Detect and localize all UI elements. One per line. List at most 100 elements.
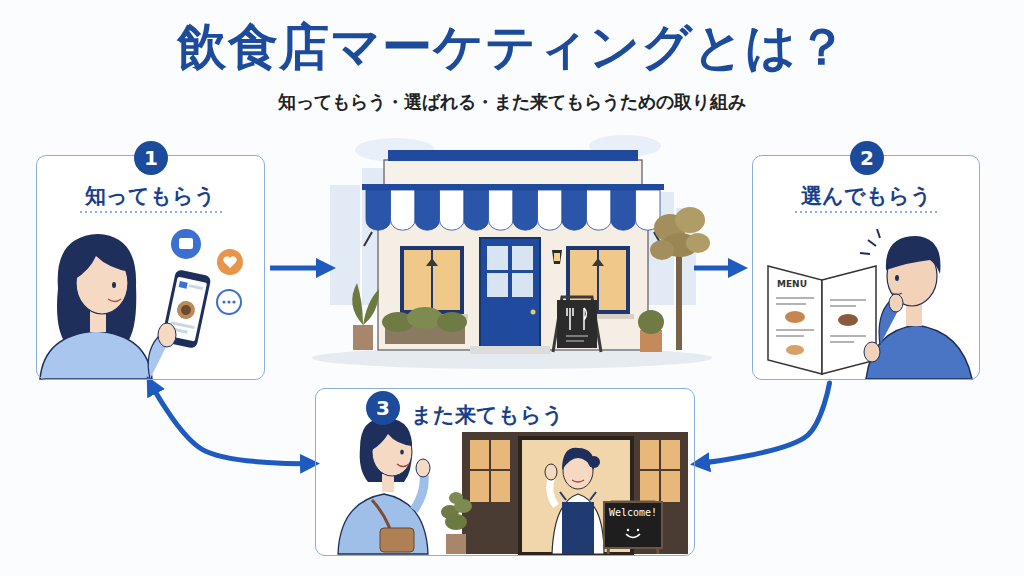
menu-label: MENU	[777, 279, 817, 289]
waitress	[545, 448, 604, 554]
store-awning	[489, 190, 514, 230]
man-with-menu	[889, 294, 903, 312]
flow-arrow	[270, 266, 740, 271]
store-awning	[391, 190, 416, 230]
store-awning	[366, 190, 391, 230]
welcome-board	[627, 529, 629, 531]
waving-woman	[372, 424, 412, 450]
store-tree	[686, 233, 710, 253]
man-with-menu	[838, 314, 858, 326]
store-awning	[362, 184, 664, 190]
store-awning	[464, 190, 489, 230]
panel-ground	[315, 388, 695, 556]
store-awning	[362, 184, 664, 246]
waving-woman	[416, 459, 430, 477]
woman-with-phone	[179, 281, 188, 289]
waving-woman	[360, 418, 412, 482]
restaurant-entrance	[462, 432, 688, 554]
flow-arrow	[694, 266, 740, 271]
man-with-menu	[895, 275, 899, 281]
panel-ground	[36, 155, 980, 556]
store-building	[404, 250, 431, 310]
step-panel: 選んでもらう2	[752, 155, 980, 380]
welcome-board	[626, 534, 640, 538]
store-sign-board	[567, 308, 587, 330]
step-number: 2	[850, 141, 884, 175]
store-tree	[650, 207, 710, 350]
step-number: 3	[366, 391, 400, 425]
waving-woman	[397, 464, 409, 467]
store-plants	[352, 283, 664, 352]
label-anchor: MENU	[777, 279, 817, 289]
store-building	[400, 246, 464, 314]
woman-with-phone	[232, 300, 235, 303]
man-with-menu	[886, 236, 941, 274]
woman-with-phone	[112, 282, 116, 288]
store-building	[470, 346, 550, 354]
store-awning	[415, 190, 440, 230]
potted-plant	[441, 492, 472, 554]
store-awning	[538, 190, 563, 230]
store-plants	[638, 310, 664, 334]
man-with-menu	[860, 229, 880, 254]
waitress	[562, 502, 594, 554]
man-with-menu	[768, 229, 972, 379]
woman-with-phone	[222, 300, 225, 303]
store-building	[480, 238, 540, 348]
woman-with-phone	[180, 304, 192, 316]
store-awning	[364, 232, 662, 246]
waving-woman	[400, 449, 404, 454]
store-sign-board	[557, 300, 597, 348]
store-building	[599, 250, 626, 310]
store-awning	[587, 190, 612, 230]
waitress	[545, 464, 557, 480]
woman-with-phone	[108, 299, 121, 302]
store-tree	[650, 240, 674, 260]
step-number: 1	[134, 141, 168, 175]
step-number-text: 1	[144, 148, 158, 168]
store-plants	[437, 312, 467, 332]
waving-woman	[382, 474, 394, 492]
step-panel: 知ってもらう1	[36, 155, 265, 380]
waitress	[550, 476, 556, 506]
sign-text: Welcome!	[604, 507, 662, 518]
store-building	[554, 253, 560, 261]
store-sign-board	[566, 336, 588, 341]
store-awning	[562, 190, 587, 230]
step-number-text: 3	[376, 398, 390, 418]
diagram-title: 飲食店マーケティングとは？	[177, 14, 848, 81]
potted-plant	[445, 514, 467, 530]
store-awning	[611, 190, 636, 230]
step-heading: また来てもらう	[411, 401, 564, 429]
man-with-menu	[785, 311, 805, 323]
store-building	[487, 273, 508, 297]
waitress	[572, 480, 584, 482]
man-with-menu	[864, 342, 880, 362]
label-anchor: 知ってもらう・選ばれる・また来てもらうための取り組み	[0, 90, 1024, 114]
store-tree	[676, 250, 682, 350]
step-heading: 選んでもらう	[801, 182, 932, 210]
woman-with-phone	[189, 284, 203, 290]
waving-woman	[380, 528, 414, 552]
store-plants	[352, 283, 379, 325]
store-building	[384, 160, 642, 188]
restaurant-entrance	[462, 432, 688, 554]
store-tree	[675, 207, 705, 233]
store-awning	[440, 190, 465, 230]
store-building	[531, 310, 536, 315]
store-sign-board	[553, 297, 601, 352]
woman-with-phone	[179, 238, 193, 249]
panel-ground	[752, 155, 980, 380]
woman-with-phone	[57, 234, 136, 344]
woman-with-phone	[171, 229, 201, 259]
step-number-text: 2	[860, 148, 874, 168]
store-building	[552, 250, 562, 264]
store-awning	[513, 190, 538, 230]
subtitle: 知ってもらう・選ばれる・また来てもらうための取り組み	[0, 90, 1024, 114]
step-panel: また来てもらう 3	[315, 388, 695, 556]
panel-ground	[36, 155, 265, 380]
